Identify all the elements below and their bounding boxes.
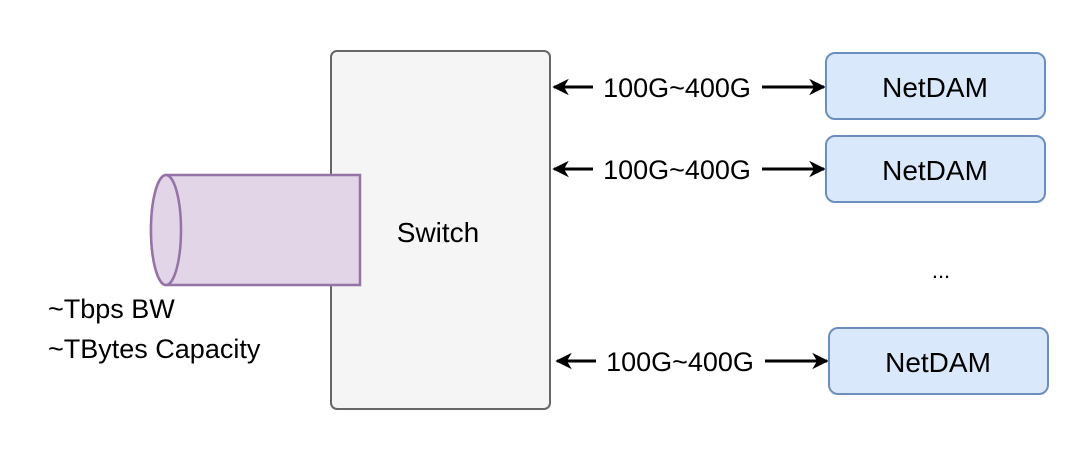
capacity-label: ~TBytes Capacity (48, 334, 261, 364)
link-row: 100G~400G NetDAM (552, 135, 1046, 203)
netdam-label: NetDAM (885, 347, 991, 378)
netdam-node (825, 135, 1046, 203)
link-bandwidth-label: 100G~400G (606, 347, 754, 377)
bandwidth-label: ~Tbps BW (48, 294, 175, 324)
link-bandwidth-label: 100G~400G (603, 73, 751, 103)
netdam-label: NetDAM (882, 155, 988, 186)
storage-cylinder (149, 173, 362, 287)
switch-label: Switch (397, 217, 479, 248)
link-row: 100G~400G NetDAM (552, 52, 1046, 120)
link-row: 100G~400G NetDAM (555, 327, 1049, 395)
netdam-node (828, 327, 1049, 395)
netdam-node (825, 52, 1046, 120)
link-bandwidth-label: 100G~400G (603, 155, 751, 185)
netdam-label: NetDAM (882, 72, 988, 103)
ellipsis: ... (932, 258, 950, 283)
